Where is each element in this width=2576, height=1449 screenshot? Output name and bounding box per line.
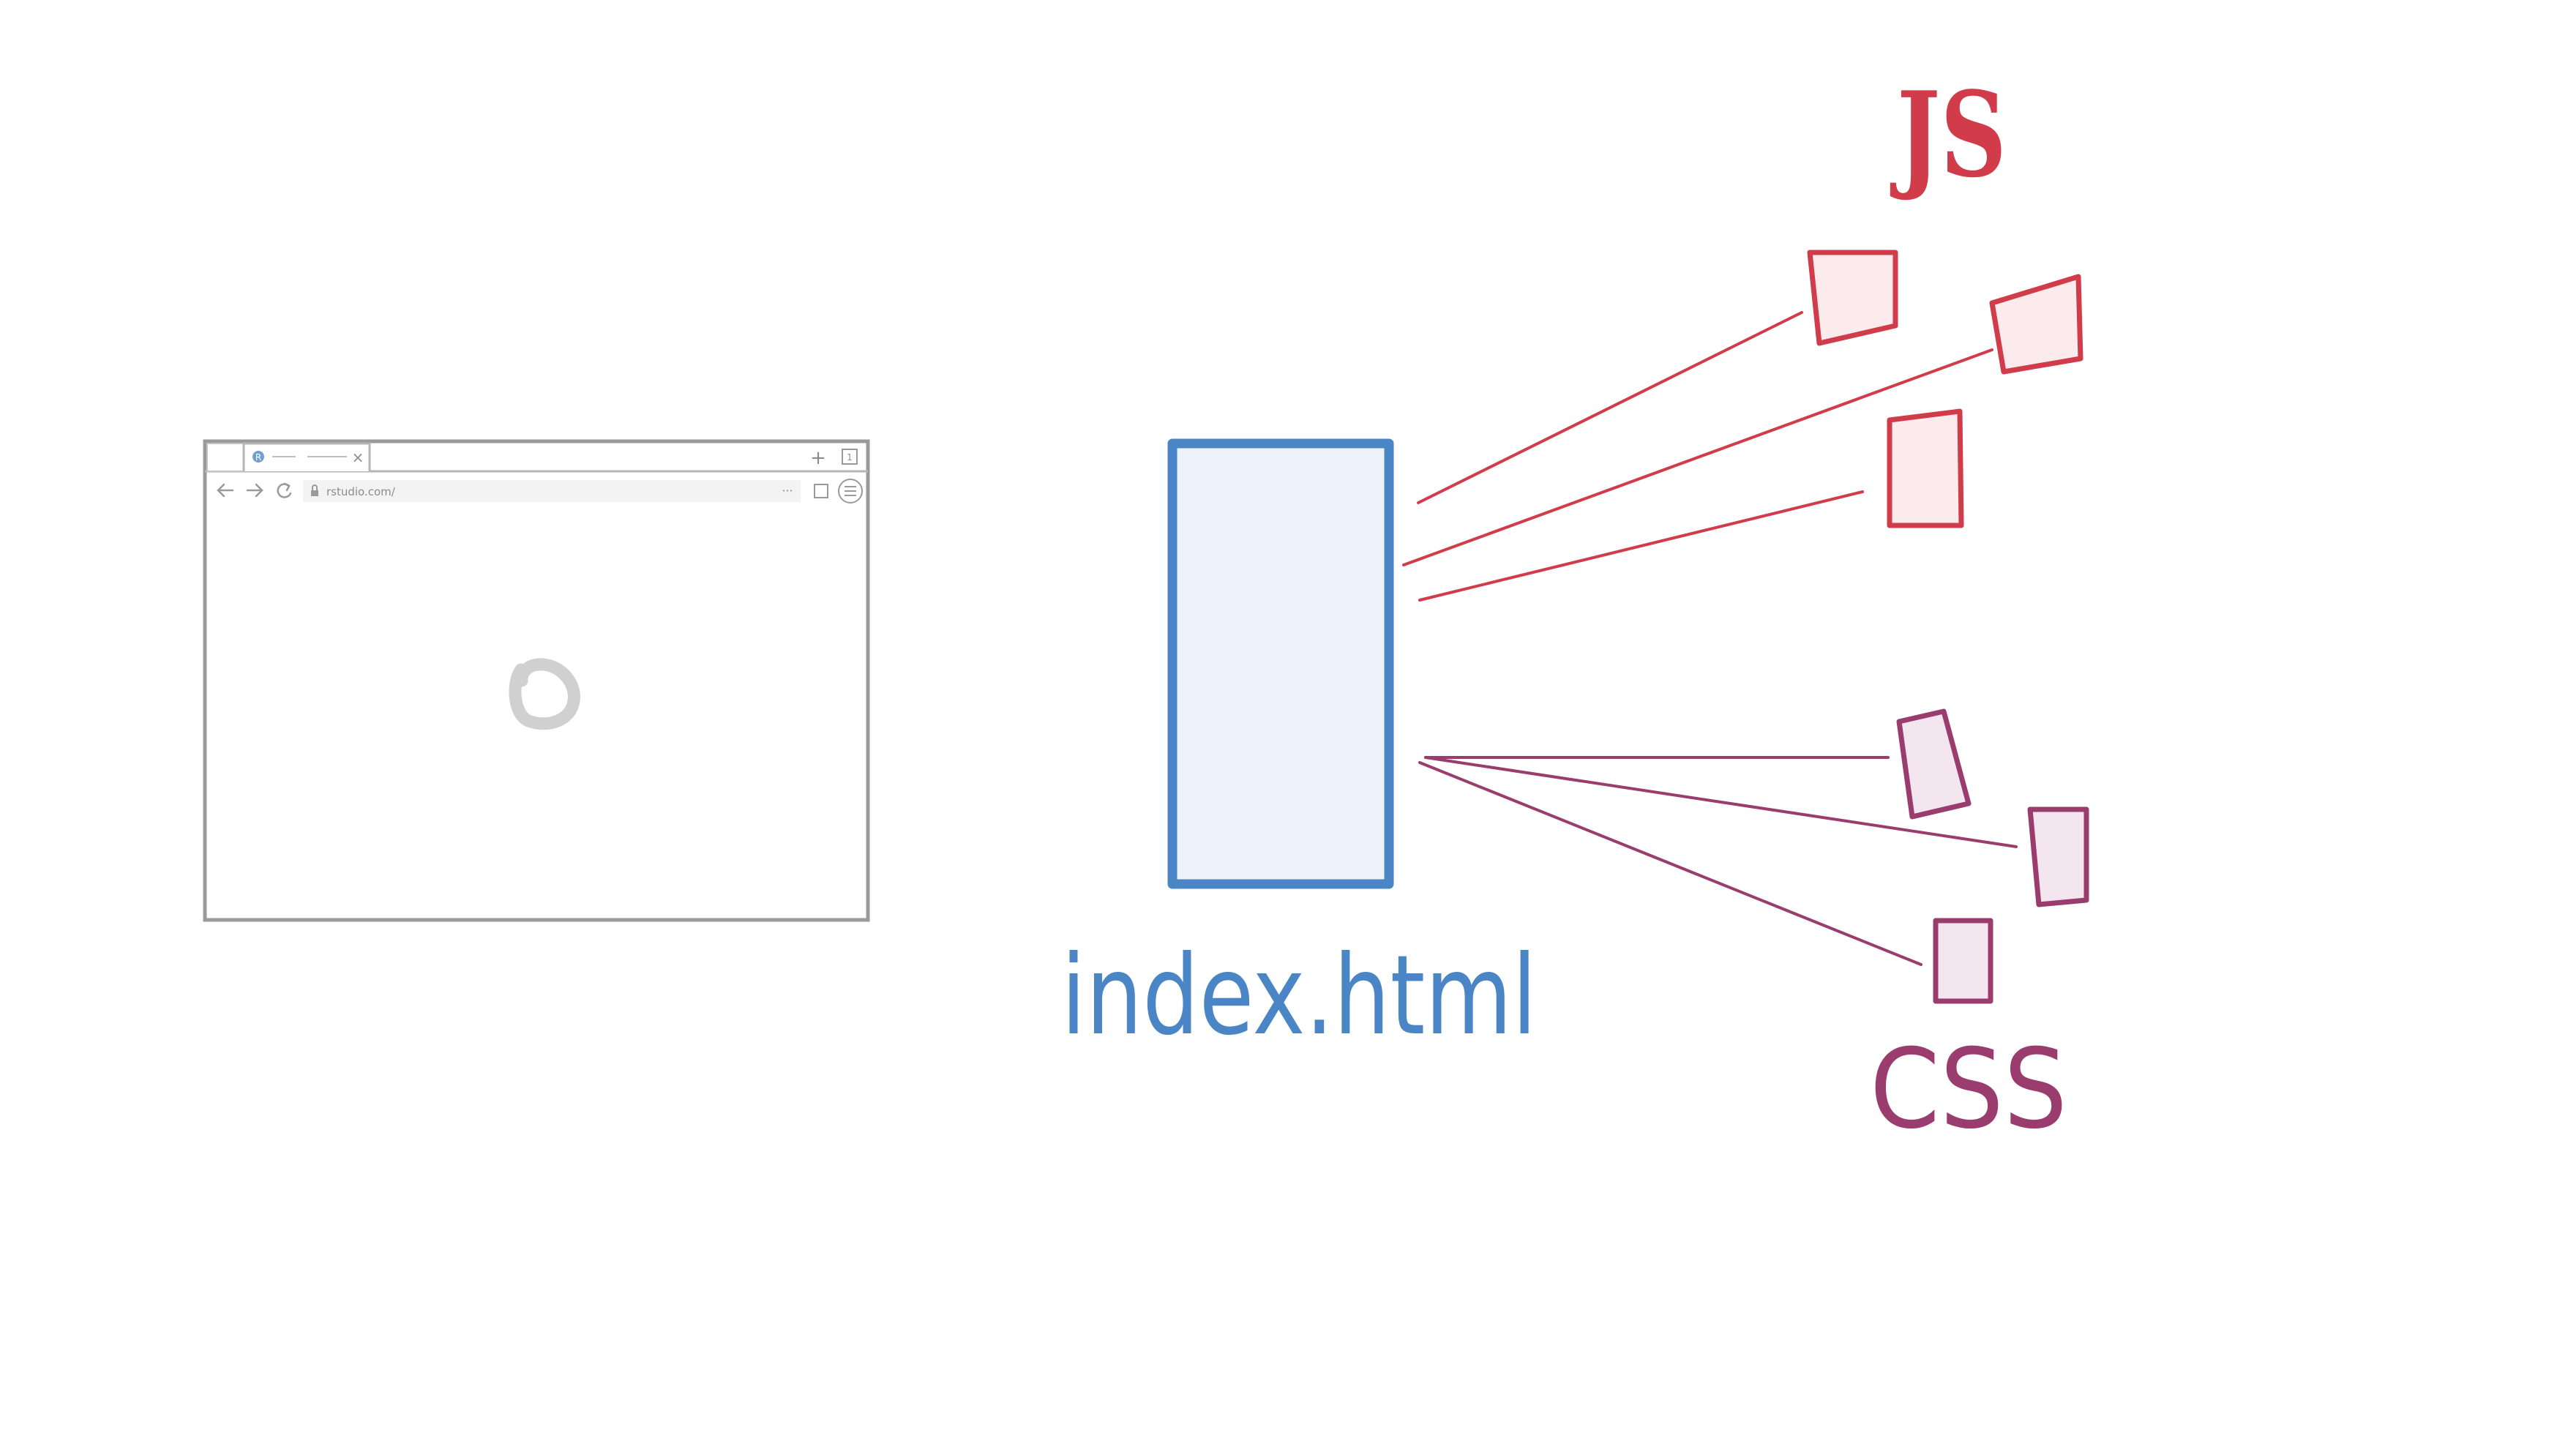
js-label: JS [1890, 66, 2007, 203]
css-file-3 [1933, 918, 1993, 1004]
hamburger-menu-icon[interactable] [838, 479, 863, 503]
lock-icon [311, 484, 318, 496]
js-file-3 [1887, 408, 1964, 528]
css-connector-2 [1424, 756, 2018, 848]
js-files [1807, 250, 2083, 528]
css-label: CSS [1870, 1026, 2067, 1153]
css-files [1896, 708, 2089, 1004]
tab-favicon-icon [252, 451, 264, 463]
html-file-label: index.html [1061, 932, 1537, 1060]
css-connectors [1418, 756, 2018, 966]
tab-close-icon[interactable]: × [352, 449, 364, 466]
css-connector-3 [1418, 761, 1922, 966]
browser-window: R × + 1 rstudio.com/ ··· [203, 439, 870, 922]
address-url: rstudio.com/ [326, 485, 396, 498]
reload-icon[interactable] [277, 482, 292, 498]
tab-favicon-letter: R [255, 452, 261, 463]
html-document: index.html [1061, 438, 1537, 1060]
css-file-1 [1896, 708, 1972, 820]
css-file-2 [2027, 806, 2089, 907]
js-connector-3 [1418, 490, 1864, 602]
active-tab[interactable] [242, 442, 371, 471]
address-bar[interactable] [303, 480, 801, 502]
window-badge-number: 1 [847, 452, 853, 463]
html-document-shape [1167, 438, 1394, 889]
forward-arrow-icon[interactable] [246, 483, 263, 498]
window-badge-icon[interactable] [842, 449, 858, 465]
js-file-2 [1989, 274, 2083, 375]
tab-placeholder-left [206, 443, 244, 472]
page-actions-icon[interactable]: ··· [782, 484, 793, 498]
spinner-icon [509, 658, 580, 730]
new-tab-icon[interactable]: + [810, 447, 826, 469]
js-connector-1 [1417, 311, 1803, 504]
js-file-1 [1807, 250, 1898, 346]
js-connectors [1402, 311, 1993, 602]
browser-frame [203, 439, 870, 922]
js-connector-2 [1402, 348, 1993, 566]
library-icon[interactable] [814, 484, 828, 498]
back-arrow-icon[interactable] [217, 483, 234, 498]
